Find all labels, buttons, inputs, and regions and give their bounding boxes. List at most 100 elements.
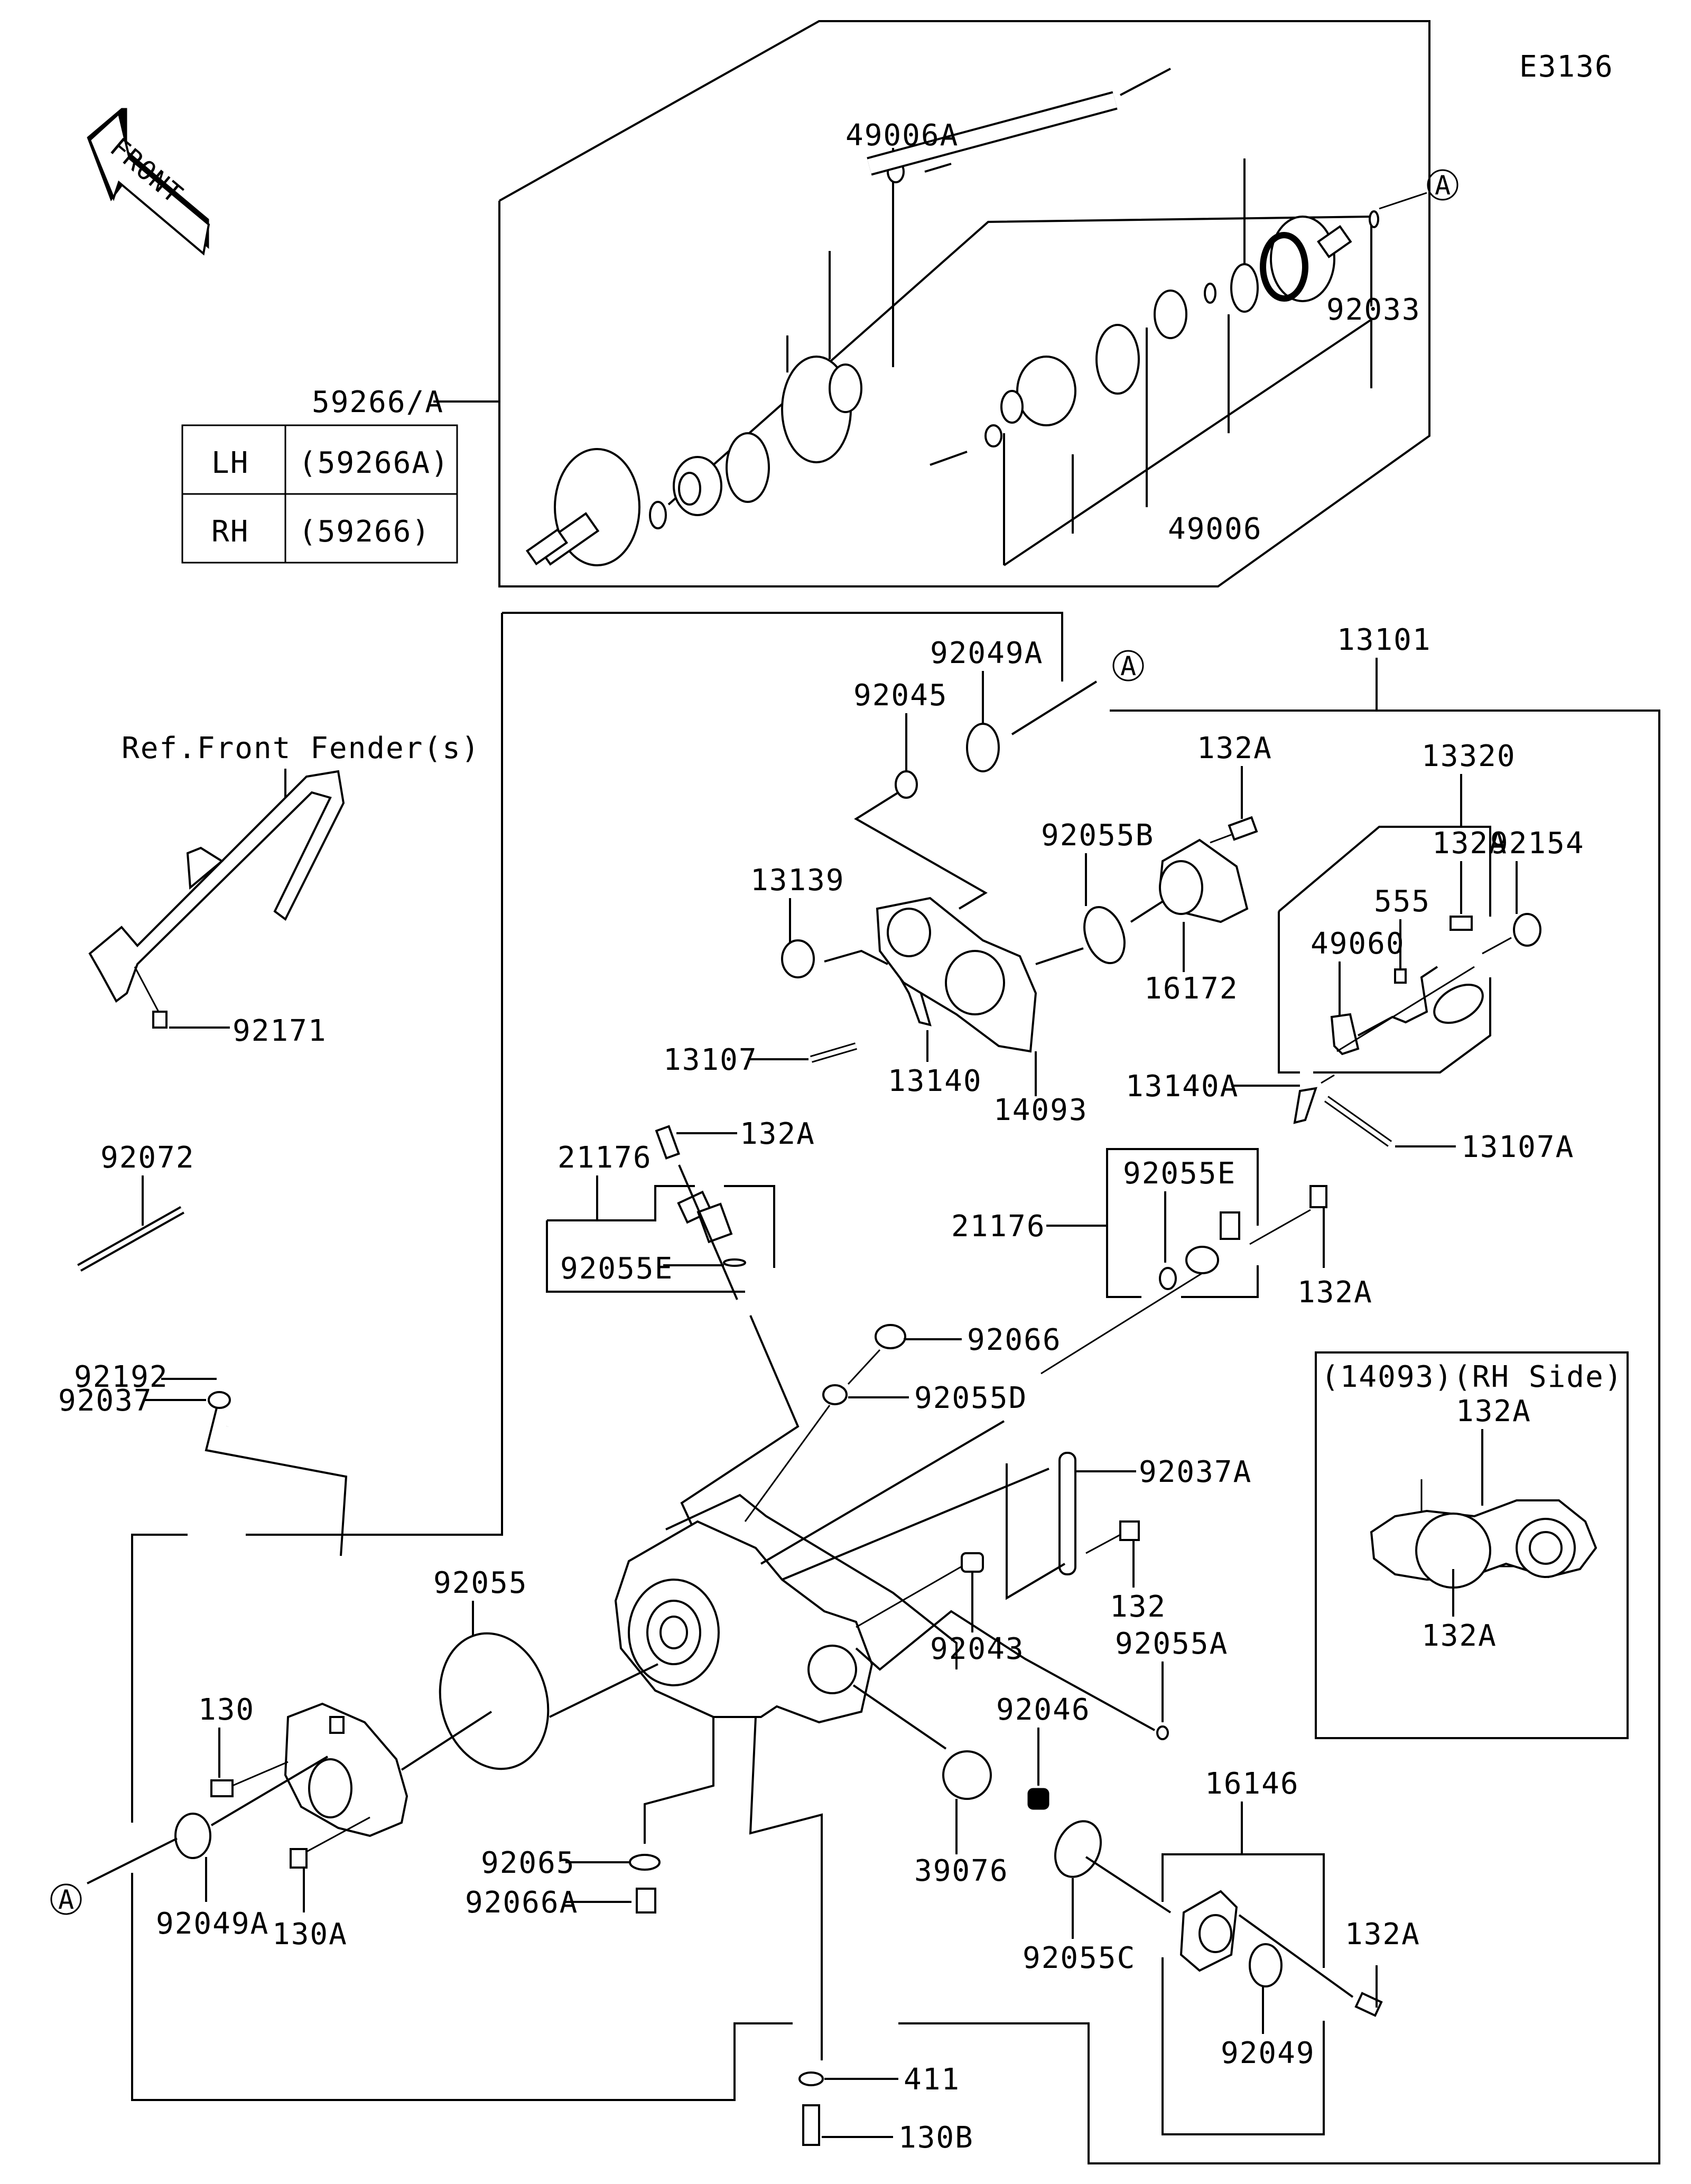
label-16146: 16146: [1205, 1767, 1299, 1801]
group-13320-box-left: [1278, 911, 1300, 1074]
gear-13139: [781, 939, 815, 978]
label-92033: 92033: [1326, 293, 1421, 327]
boot-band-inner: [1095, 324, 1140, 395]
plug-92066: [875, 1324, 906, 1349]
o-ring-92055E-right: [1159, 1267, 1177, 1290]
bolt-130B: [802, 2104, 820, 2146]
label-92037A: 92037A: [1139, 1455, 1252, 1489]
shift-drum-13320: [1433, 983, 1484, 1024]
label-132A-inset-bottom: 132A: [1421, 1619, 1497, 1653]
shift-fork-13140A: [1293, 1087, 1317, 1124]
label-132A-1: 132A: [1197, 731, 1272, 766]
label-92045: 92045: [853, 678, 948, 713]
label-132A-5: 132A: [1345, 1917, 1420, 1952]
leader-bracket-bottom: [1003, 318, 1372, 566]
label-132A-4: 132A: [1297, 1275, 1373, 1310]
o-ring-92055E-left: [723, 1258, 746, 1267]
pin-555: [1394, 968, 1407, 984]
inset-title: (14093)(RH Side): [1321, 1360, 1623, 1394]
outer-cv-joint: [525, 448, 640, 566]
main-box-top: [502, 612, 1063, 682]
bolt-130: [210, 1779, 234, 1797]
differential-case: [614, 1520, 874, 1724]
label-59266A: 59266/A: [312, 385, 444, 419]
spring-92046: [1027, 1788, 1049, 1810]
table-rh-part: (59266): [299, 515, 431, 549]
group-13320-box-right: [1313, 977, 1491, 1074]
label-92043: 92043: [930, 1632, 1025, 1666]
label-13107: 13107: [663, 1043, 758, 1077]
plug-92066A: [636, 1888, 656, 1914]
differential-side-cover: [284, 1702, 408, 1837]
label-92066A: 92066A: [465, 1886, 578, 1920]
label-130B: 130B: [898, 2121, 974, 2155]
oil-seal-92049A-lower: [174, 1813, 211, 1859]
circlip-49006: [1204, 283, 1216, 304]
label-14093: 14093: [993, 1093, 1088, 1127]
bolt-132A-13320: [1450, 916, 1473, 931]
part-49060: [1330, 1013, 1360, 1056]
boot-inner: [1000, 356, 1076, 426]
speed-sensor-21176-left: [677, 1190, 733, 1244]
group-13101-box: [898, 710, 1660, 2164]
circlip: [649, 501, 667, 529]
coupling-39076: [942, 1750, 992, 1800]
plug-92154: [1513, 913, 1541, 947]
label-92055E-left: 92055E: [560, 1252, 673, 1286]
breather-hose-92192: [226, 1184, 439, 1427]
label-92049: 92049: [1221, 2036, 1315, 2070]
o-ring-92055A: [1156, 1725, 1169, 1740]
label-92046: 92046: [996, 1693, 1091, 1727]
cover-14093: [876, 897, 1037, 1053]
driveshaft-group-box: [498, 20, 1430, 587]
side-table: LH (59266A) RH (59266): [181, 424, 458, 564]
o-ring-92055D: [822, 1384, 848, 1405]
bolt-132: [1119, 1520, 1140, 1541]
label-13320: 13320: [1421, 739, 1516, 773]
reference-marker-a-top: A: [1379, 169, 1458, 210]
housing-16146: [1179, 1890, 1238, 1972]
circlip-92033: [1369, 210, 1379, 228]
label-21176-right: 21176: [951, 1209, 1046, 1244]
washer-92065: [629, 1854, 661, 1871]
table-rh-side: RH: [211, 515, 249, 549]
drive-shaft: [867, 68, 1171, 176]
bolt-132A: [1228, 816, 1258, 841]
label-92154: 92154: [1490, 826, 1585, 861]
diagram-code: E3136: [1519, 50, 1614, 84]
table-lh-side: LH: [211, 446, 249, 480]
label-411: 411: [904, 2062, 960, 2097]
label-92055B: 92055B: [1041, 818, 1154, 853]
svg-text:A: A: [58, 1884, 75, 1915]
reference-marker-a-mid: A: [1112, 650, 1144, 682]
label-130: 130: [198, 1693, 255, 1727]
label-92072: 92072: [100, 1141, 195, 1175]
label-92049A-top: 92049A: [930, 636, 1043, 670]
oil-seal-92049: [1249, 1943, 1283, 1987]
label-92066: 92066: [967, 1323, 1062, 1357]
group-13320-box-top: [1278, 826, 1491, 917]
label-92192: 92192: [74, 1360, 169, 1394]
front-arrow-icon: FRONT: [87, 108, 210, 256]
label-92171: 92171: [233, 1014, 327, 1048]
label-92049A-bottom: 92049A: [156, 1907, 269, 1941]
label-92055E-right: 92055E: [1123, 1156, 1236, 1191]
inner-race-bearing: [673, 456, 722, 516]
clamp-92037A: [1058, 1452, 1076, 1575]
inner-tripod: [1154, 290, 1187, 339]
svg-text:A: A: [1435, 170, 1452, 201]
ref-front-fender-note: Ref.Front Fender(s): [122, 731, 480, 766]
label-130A: 130A: [272, 1917, 348, 1952]
bolt-132A-right: [1309, 1185, 1327, 1208]
label-39076: 39076: [914, 1854, 1009, 1888]
label-92055C: 92055C: [1023, 1941, 1136, 1975]
oil-seal-92049A: [966, 723, 1000, 772]
bolt-132A-left: [655, 1125, 681, 1160]
fender-bracket: [88, 770, 345, 1003]
boot-band: [726, 432, 770, 503]
label-92055: 92055: [433, 1566, 528, 1600]
label-132A-3: 132A: [740, 1117, 815, 1151]
label-13140: 13140: [888, 1064, 982, 1098]
stop-ring: [1230, 263, 1259, 313]
